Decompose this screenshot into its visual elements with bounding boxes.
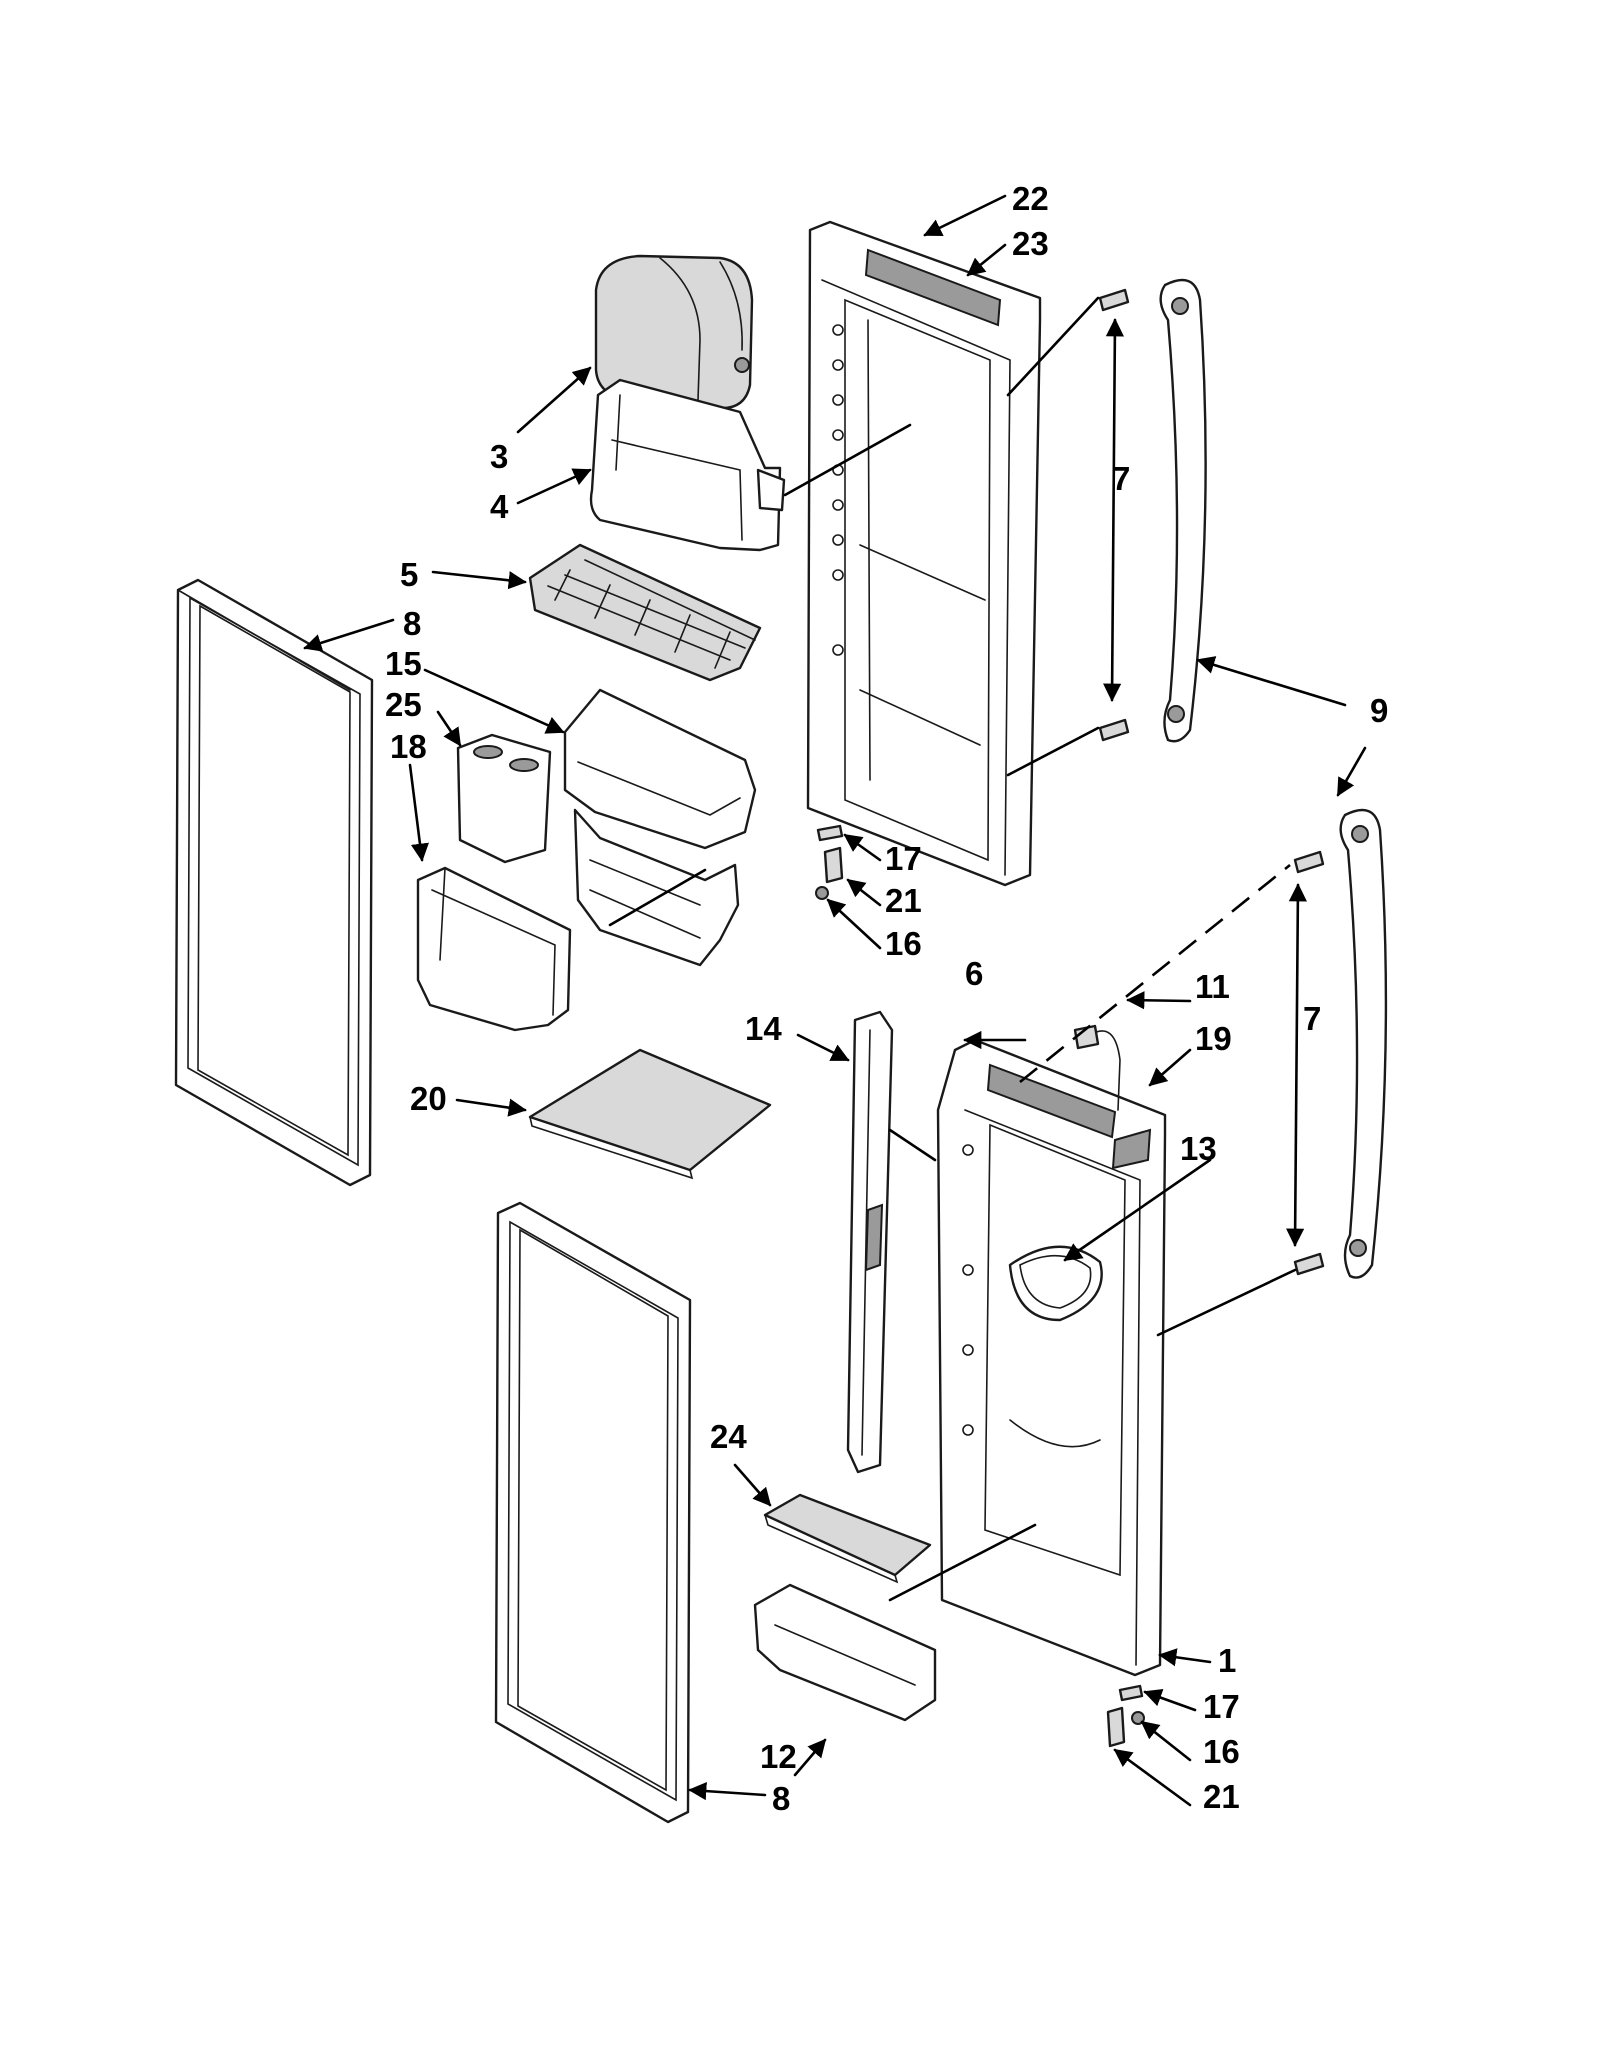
callout-6: 6 [965, 955, 983, 992]
small-tray [763, 1493, 932, 1584]
callout-24: 24 [710, 1418, 747, 1455]
upper-door-handle [1159, 278, 1207, 743]
callout-4: 4 [490, 488, 509, 525]
callout-16-upper: 16 [885, 925, 922, 962]
callout-8-lower: 8 [772, 1780, 790, 1817]
callout-21-upper: 21 [885, 882, 922, 919]
callout-14: 14 [745, 1010, 782, 1047]
callout-5: 5 [400, 556, 418, 593]
callout-21-lower: 21 [1203, 1778, 1240, 1815]
callout-7-lower: 7 [1303, 1000, 1321, 1037]
ice-bin [589, 378, 786, 552]
callout-9: 9 [1370, 692, 1388, 729]
upper-door-liner [806, 220, 1042, 887]
callout-13: 13 [1180, 1130, 1217, 1167]
callout-15: 15 [385, 645, 422, 682]
callout-11: 11 [1195, 968, 1230, 1005]
callout-18: 18 [390, 728, 427, 765]
leader-lines [303, 194, 1367, 1807]
door-bin-lower [753, 1583, 937, 1722]
door-gasket-lower [494, 1201, 692, 1824]
lower-hinge-hardware [1106, 1684, 1145, 1748]
callout-17-lower: 17 [1203, 1688, 1240, 1725]
callout-3: 3 [490, 438, 508, 475]
callout-7-upper: 7 [1112, 460, 1130, 497]
upper-hinge-hardware [815, 824, 844, 900]
door-gasket-upper [174, 578, 374, 1187]
lower-door-liner [936, 1038, 1167, 1677]
callout-16-lower: 16 [1203, 1733, 1240, 1770]
water-tube [1073, 1024, 1121, 1111]
callout-25: 25 [385, 686, 422, 723]
callout-23: 23 [1012, 225, 1049, 262]
door-basket [416, 866, 572, 1032]
dispenser-bin [563, 688, 757, 967]
small-cup [456, 733, 552, 864]
callout-12: 12 [760, 1738, 797, 1775]
lower-door-handle [1339, 808, 1388, 1279]
flat-shelf [528, 1048, 772, 1180]
grate-shelf [528, 543, 762, 682]
callout-19: 19 [1195, 1020, 1232, 1057]
callout-1: 1 [1218, 1642, 1236, 1679]
callout-20: 20 [410, 1080, 447, 1117]
dispenser-channel [846, 1010, 894, 1474]
callout-22: 22 [1012, 180, 1049, 217]
callout-8-upper: 8 [403, 605, 421, 642]
callout-17-upper: 17 [885, 840, 922, 877]
callout-labels: 22 23 3 4 5 8 15 25 18 7 9 17 21 16 6 14… [385, 180, 1388, 1817]
handle-screws [1098, 288, 1325, 1276]
